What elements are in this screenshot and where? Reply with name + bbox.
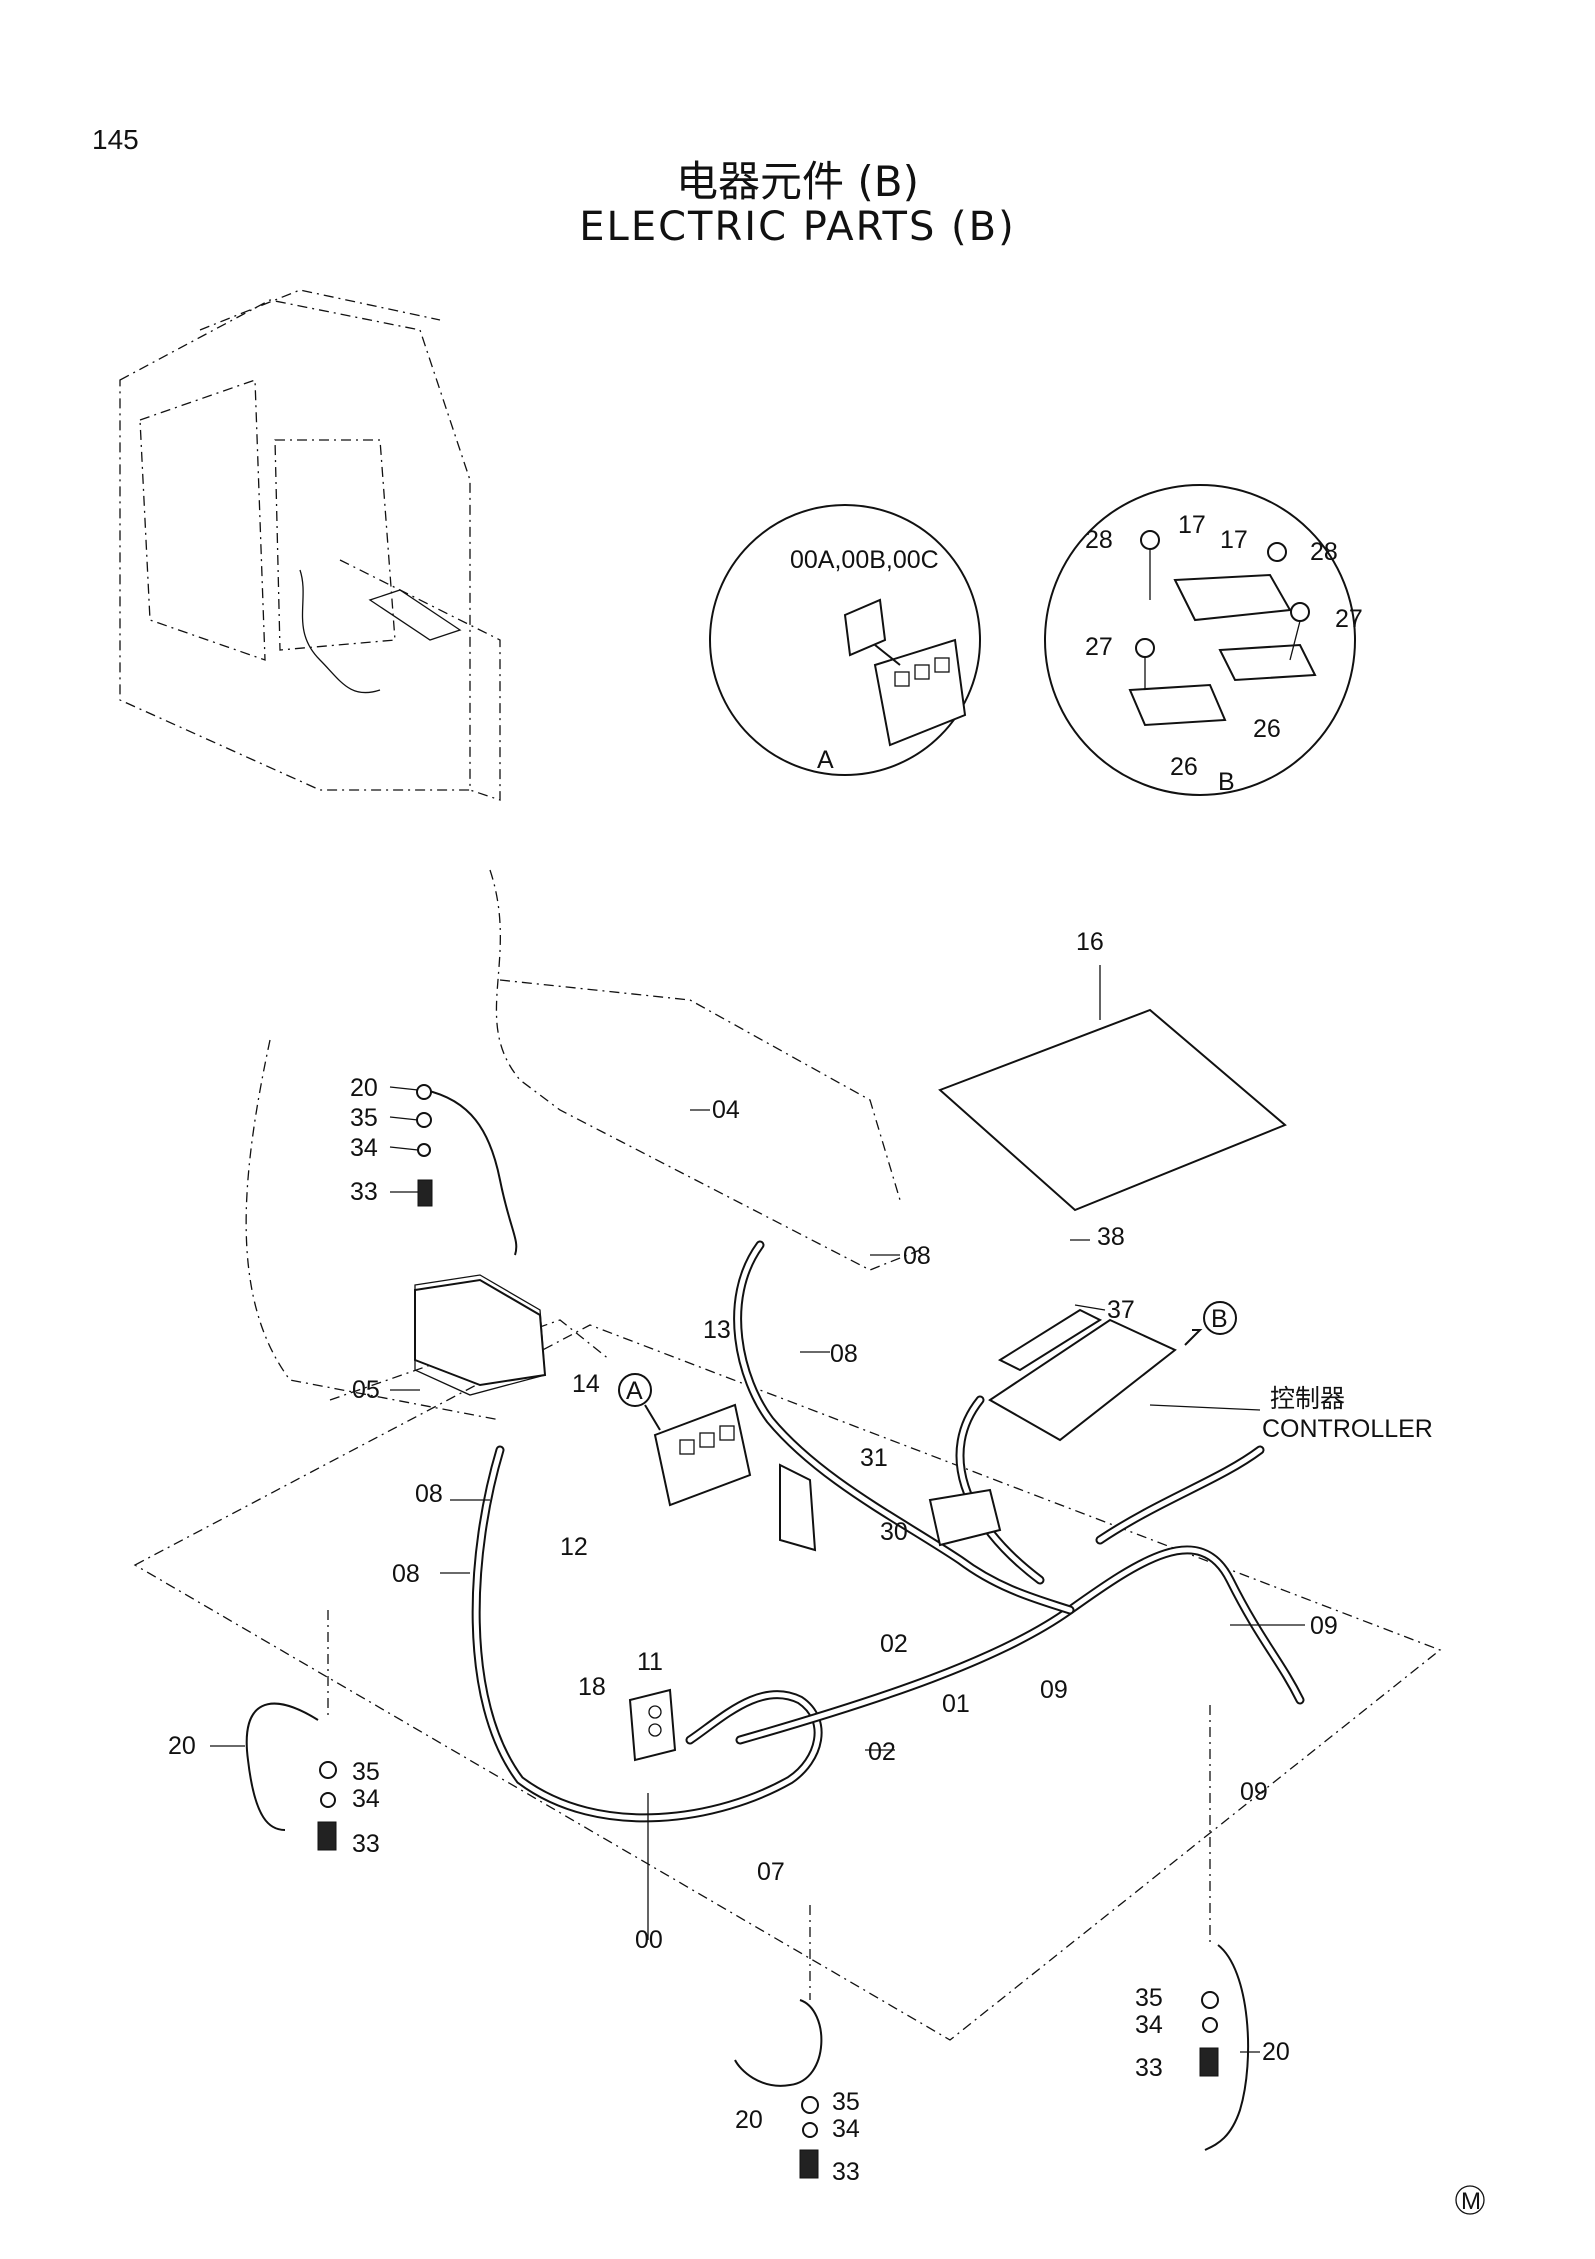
- controller-label-cn: 控制器: [1270, 1385, 1345, 1413]
- label-09-right: 09: [1310, 1612, 1338, 1640]
- callout-a-letter: A: [626, 1377, 643, 1405]
- label-02-lower: 02: [868, 1738, 896, 1766]
- m-mark: M: [1455, 2185, 1485, 2215]
- detail-a-marker: A: [817, 746, 834, 774]
- label-13: 13: [703, 1316, 731, 1344]
- page-number: 145: [92, 124, 139, 155]
- label-12: 12: [560, 1533, 588, 1561]
- label-16: 16: [1076, 928, 1104, 956]
- label-35-bottom: 35: [832, 2088, 860, 2116]
- harness-00: [471, 1240, 1305, 1823]
- detail-b-label-17-right: 17: [1220, 526, 1248, 554]
- callout-a: A: [618, 1373, 661, 1431]
- label-00: 00: [635, 1926, 663, 1954]
- label-07: 07: [757, 1858, 785, 1886]
- label-08-lower: 08: [392, 1560, 420, 1588]
- detail-b-label-26-left: 26: [1170, 753, 1198, 781]
- label-04: 04: [712, 1096, 740, 1124]
- detail-b-label-26-right: 26: [1253, 715, 1281, 743]
- controller-plate: [988, 1308, 1177, 1442]
- detail-a-header: 00A,00B,00C: [790, 546, 939, 574]
- label-09-left: 09: [1040, 1676, 1068, 1704]
- title-english: ELECTRIC PARTS (B): [579, 204, 1016, 250]
- console-outline: [245, 869, 921, 1421]
- label-20-right: 20: [1262, 2038, 1290, 2066]
- label-33-top: 33: [350, 1178, 378, 1206]
- callout-b-letter: B: [1211, 1305, 1228, 1333]
- label-35-top: 35: [350, 1104, 378, 1132]
- label-02-upper: 02: [880, 1630, 908, 1658]
- label-08-middle: 08: [830, 1340, 858, 1368]
- ground-cable-bottom: [734, 1905, 823, 2179]
- sheet-16: [938, 1008, 1287, 1212]
- part-30: [928, 1488, 1002, 1547]
- label-20-bottom: 20: [735, 2106, 763, 2134]
- detail-b-marker: B: [1218, 768, 1235, 796]
- label-34-top: 34: [350, 1134, 378, 1162]
- label-34-bottom: 34: [832, 2115, 860, 2143]
- detail-a-circle: 00A,00B,00C A: [709, 504, 981, 776]
- label-31: 31: [860, 1444, 888, 1472]
- ground-cable-top-left: [416, 1084, 518, 1256]
- label-35-right: 35: [1135, 1984, 1163, 2012]
- cab-overview: [119, 289, 501, 801]
- leader-lines: [210, 965, 1305, 2053]
- label-01: 01: [942, 1690, 970, 1718]
- callout-b: B: [1184, 1301, 1237, 1346]
- detail-b-label-28-right: 28: [1310, 538, 1338, 566]
- floor-plate: [133, 1324, 1442, 2041]
- label-38: 38: [1097, 1223, 1125, 1251]
- label-20-top: 20: [350, 1074, 378, 1102]
- detail-b-label-28-left: 28: [1085, 526, 1113, 554]
- label-08-left: 08: [415, 1480, 443, 1508]
- label-37: 37: [1107, 1296, 1135, 1324]
- label-20-left: 20: [168, 1732, 196, 1760]
- controller-label-en: CONTROLLER: [1262, 1415, 1433, 1443]
- ground-cable-right: [1199, 1705, 1250, 2151]
- fuse-block-05: [414, 1278, 547, 1387]
- label-11: 11: [637, 1648, 663, 1676]
- detail-b-label-27-right: 27: [1335, 605, 1363, 633]
- label-34-right: 34: [1135, 2011, 1163, 2039]
- title-chinese: 电器元件 (B): [676, 157, 919, 206]
- label-14: 14: [572, 1370, 600, 1398]
- detail-b-circle: B 28 17 17 28 27 27 26 26: [1044, 484, 1363, 796]
- label-35-left: 35: [352, 1758, 380, 1786]
- detail-b-label-27-left: 27: [1085, 633, 1113, 661]
- label-05: 05: [352, 1376, 380, 1404]
- label-30: 30: [880, 1518, 908, 1546]
- label-08-upper: 08: [903, 1242, 931, 1270]
- label-09-lower: 09: [1240, 1778, 1268, 1806]
- label-18: 18: [578, 1673, 606, 1701]
- detail-b-label-17-left: 17: [1178, 511, 1206, 539]
- m-mark-letter: M: [1461, 2188, 1481, 2215]
- label-33-left: 33: [352, 1830, 380, 1858]
- terminal-18: [628, 1688, 677, 1762]
- label-33-right: 33: [1135, 2054, 1163, 2082]
- ground-cable-left: [245, 1610, 337, 1851]
- label-33-bottom: 33: [832, 2158, 860, 2186]
- label-34-left: 34: [352, 1785, 380, 1813]
- relay-box-a: [653, 1403, 817, 1552]
